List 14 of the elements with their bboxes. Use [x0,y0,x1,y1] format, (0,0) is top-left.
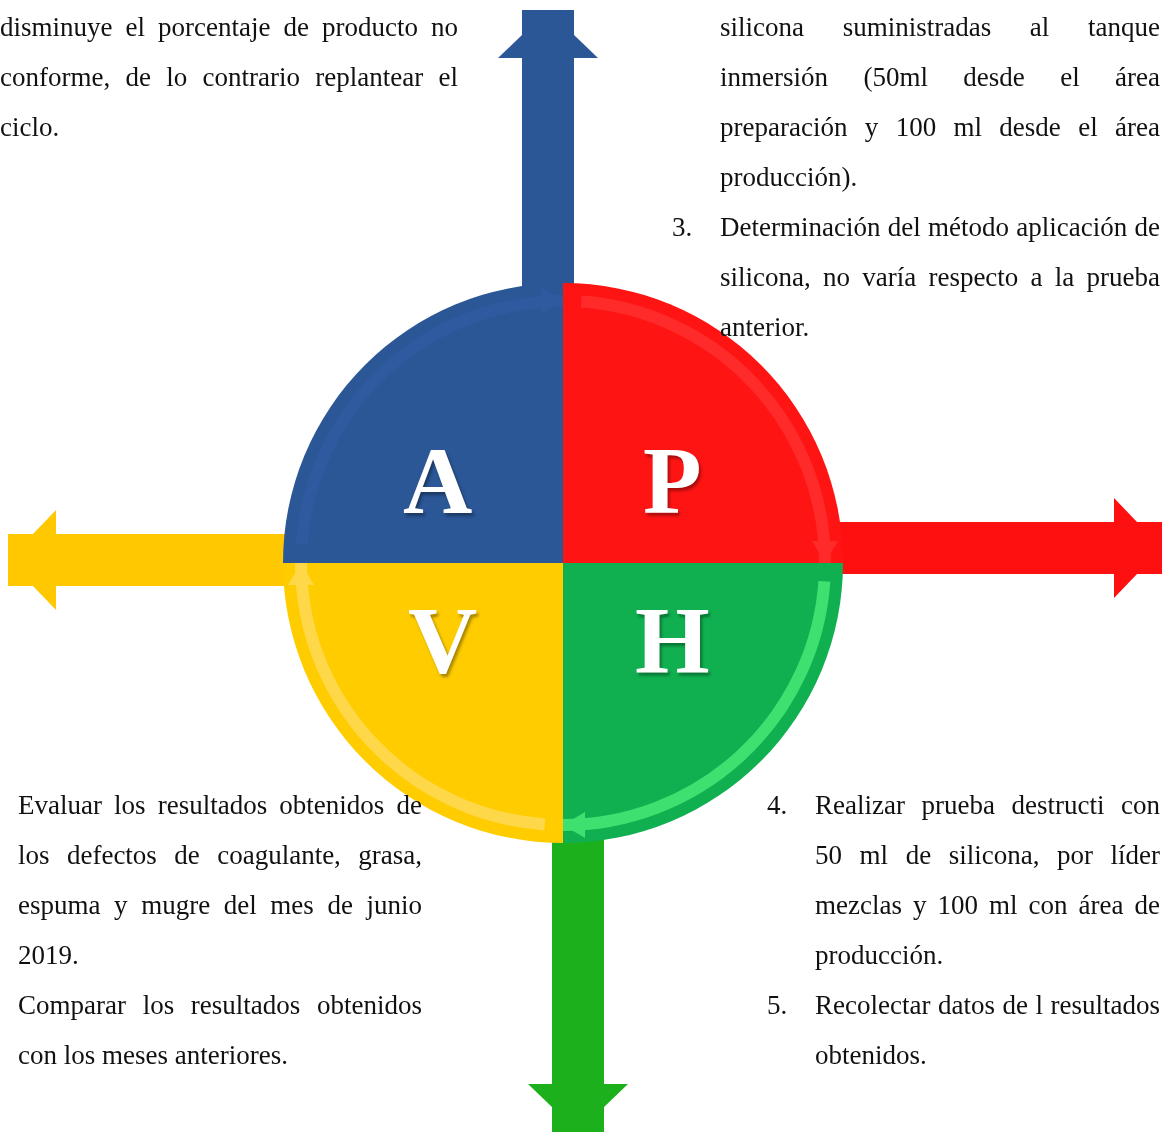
step-text: disminuye el porcentaje de producto no conforme, de lo contrario replantear el ciclo. [0,11,458,144]
list-number: 5. [767,989,788,1022]
step-text: Evaluar los resultados obtenidos de los defectos de coagulante, grasa, espuma y mugre del mes de junio 2019. [18,789,422,972]
list-number: 4. [767,789,788,822]
step-text: silicona suministradas al tanque inmersión (50ml desde el área preparación y 100 ml desde el área producción). [720,11,1160,194]
quadrant-letter: H [635,593,710,689]
quadrant-letter: A [403,433,473,529]
quadrant-letter: P [643,433,702,529]
step-text: Recolectar datos de l resultados obtenidos. [815,989,1160,1072]
quadrant-letter: V [408,593,478,689]
list-number: 3. [672,211,693,244]
step-text: Determinación del método aplicación de silicona, no varía respecto a la prueba anterior. [720,211,1160,344]
step-text: Comparar los resultados obtenidos con los meses anteriores. [18,989,422,1072]
step-text: Realizar prueba destructi con 50 ml de silicona, por líder mezclas y 100 ml con área de producción. [815,789,1160,972]
